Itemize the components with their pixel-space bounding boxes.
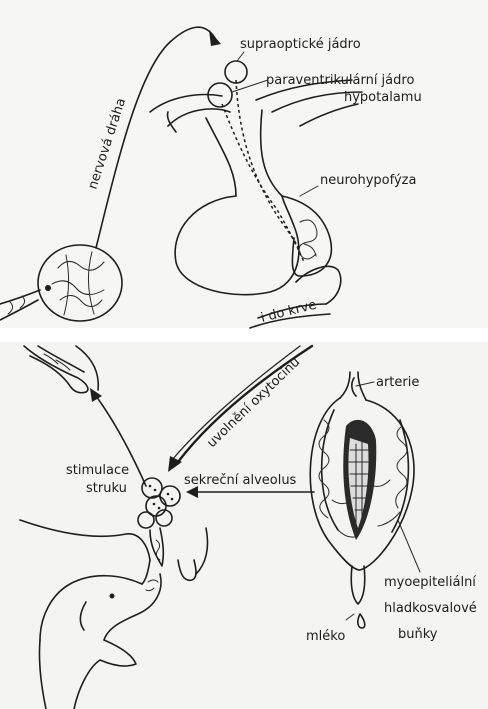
udder [20,520,208,584]
label-paraventrikularni-jadro: paraventrikulární jádro [266,73,414,88]
label-stimulace: stimulace [66,463,129,478]
label-supraopticke-jadro: supraoptické jádro [240,37,361,52]
afferent-arrowhead [90,388,102,402]
label-myoepitelialni: myoepiteliální [384,575,476,590]
calf-head [39,574,161,709]
label-sekrecni-alveolus: sekreční alveolus [184,473,297,488]
label-bunky: buňky [398,627,438,642]
label-arterie: arterie [376,375,419,390]
label-uvolneni-oxytocinu: uvolnění oxytocinu [204,355,303,451]
pituitary-fragment [24,346,98,393]
label-do-krve: i do krve [259,298,318,326]
label-mleko: mléko [306,629,345,644]
alveolar-cluster [138,478,180,566]
spinal-cord-section [0,245,122,321]
neural-pathway-arrowhead [209,30,221,46]
label-struku: struku [86,481,127,496]
pituitary-gland [150,61,362,328]
label-hladkosvalove: hladkosvalové [384,601,477,616]
label-hypotalamu: hypotalamu [344,90,422,105]
label-neurohypofyza: neurohypofýza [320,173,416,188]
